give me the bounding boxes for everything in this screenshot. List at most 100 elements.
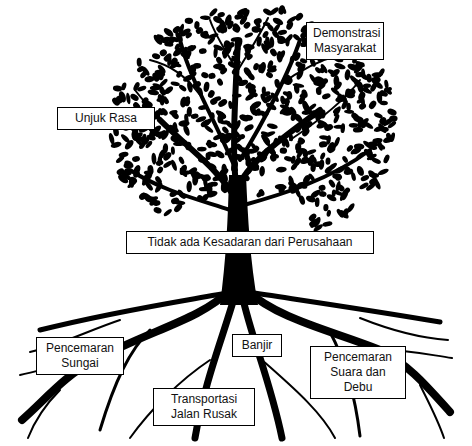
leaf (199, 187, 209, 192)
leaf (136, 85, 147, 92)
leaf (280, 147, 288, 154)
leaf (322, 221, 333, 228)
leaf (294, 12, 305, 23)
leaf (151, 52, 161, 60)
leaf (266, 60, 274, 70)
leaf (350, 172, 356, 182)
leaf (237, 133, 246, 140)
leaf (297, 138, 306, 146)
leaf (333, 113, 341, 124)
leaf (326, 144, 337, 154)
leaf (318, 159, 325, 170)
label-box: Pencemaran Sungai (36, 337, 124, 375)
leaf (153, 206, 163, 215)
leaf (120, 82, 127, 91)
leaf (326, 193, 338, 203)
leaf (184, 96, 191, 104)
leaf (377, 167, 390, 176)
leaf (380, 91, 389, 98)
box-text: Pencemaran Suara dan Debu (317, 350, 399, 395)
box-text: Pencemaran Sungai (43, 341, 117, 371)
leaf (111, 96, 122, 107)
leaf (358, 181, 369, 190)
leaf (319, 152, 326, 161)
leaf (186, 107, 192, 117)
leaf (382, 154, 390, 164)
leaf (259, 166, 265, 177)
leaf (216, 78, 224, 87)
leaf (255, 110, 265, 116)
leaf (369, 82, 378, 93)
leaf (334, 173, 344, 182)
leaf (346, 103, 351, 111)
leaf (333, 62, 346, 71)
leaf (203, 176, 208, 188)
leaf (320, 63, 329, 74)
leaf (242, 21, 251, 30)
leaf (340, 123, 345, 133)
leaf (367, 169, 379, 181)
leaf (301, 89, 309, 99)
leaf (195, 26, 205, 35)
leaf (254, 20, 261, 29)
leaf (243, 123, 254, 133)
leaf (158, 94, 162, 103)
leaf (269, 47, 278, 57)
leaf (144, 140, 153, 149)
leaf (361, 68, 366, 78)
leaf (249, 100, 262, 111)
leaf (321, 92, 331, 100)
leaf (275, 184, 287, 191)
leaf (276, 35, 286, 44)
leaf (132, 131, 145, 142)
leaf (258, 188, 266, 197)
leaf (157, 154, 163, 166)
leaf (389, 132, 395, 143)
leaf (258, 61, 266, 74)
leaf (178, 23, 185, 35)
leaf (315, 197, 320, 207)
leaf (197, 147, 207, 152)
leaf (162, 96, 170, 105)
leaf (315, 87, 321, 96)
leaf (144, 170, 152, 174)
leaf (170, 197, 180, 206)
leaf (372, 137, 383, 143)
leaf (163, 208, 173, 217)
leaf (208, 7, 218, 17)
leaf (171, 146, 176, 154)
leaf (231, 22, 242, 33)
leaf (178, 84, 188, 93)
leaf (138, 191, 148, 201)
leaf (261, 30, 269, 39)
leaf (290, 162, 299, 171)
leaf (277, 49, 287, 61)
leaf (152, 33, 164, 46)
leaf (170, 159, 178, 172)
leaf (379, 117, 388, 127)
leaf (319, 191, 327, 198)
leaf (323, 204, 329, 211)
leaf (167, 35, 176, 44)
leaf (344, 69, 351, 81)
leaf (167, 56, 172, 66)
leaf (332, 80, 343, 91)
leaf (206, 139, 213, 148)
leaf (169, 110, 180, 121)
leaf (318, 184, 326, 191)
box-text: Banjir (239, 338, 275, 353)
box-text: Unjuk Rasa (64, 111, 148, 126)
leaf (195, 115, 207, 123)
leaf (203, 124, 215, 134)
label-box: Tidak ada Kesadaran dari Perusahaan (126, 231, 374, 254)
leaf (328, 179, 337, 189)
leaf (184, 17, 193, 24)
leaf (192, 173, 199, 185)
leaf (125, 93, 131, 105)
leaf (277, 4, 285, 15)
leaf (376, 142, 386, 151)
leaf (200, 15, 211, 20)
leaf (178, 156, 186, 165)
leaf (215, 109, 228, 120)
